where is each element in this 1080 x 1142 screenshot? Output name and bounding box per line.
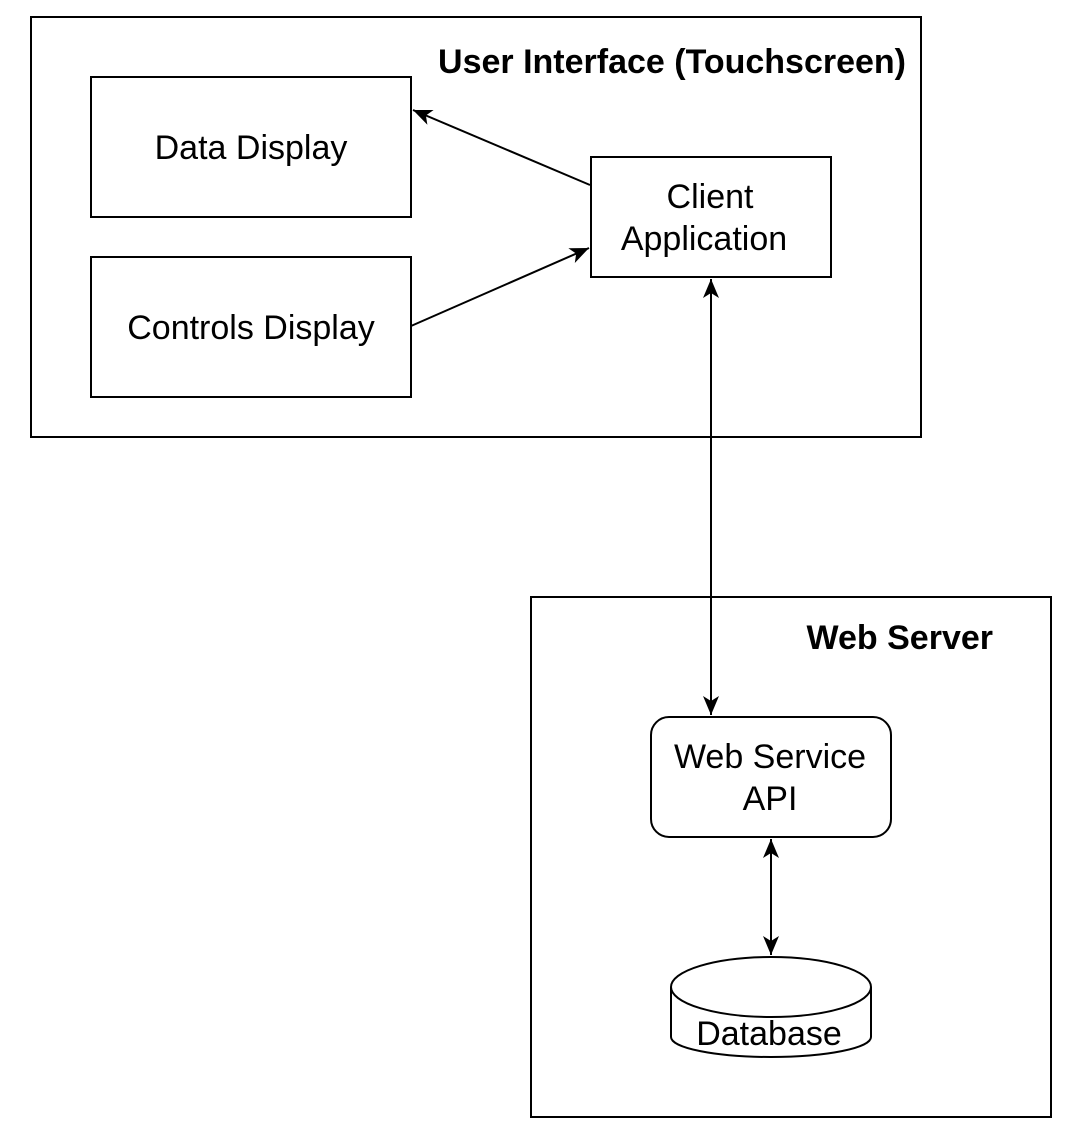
edge-controls-to-client: [410, 247, 590, 327]
controls-display-node: Controls Display: [90, 256, 412, 398]
client-application-label-line1: Client: [667, 178, 754, 216]
web-service-api-label-line1: Web Service: [674, 738, 866, 776]
web-server-title: Web Server: [807, 619, 993, 657]
data-display-label: Data Display: [155, 129, 348, 167]
web-service-api-node: Web Service API: [650, 716, 892, 838]
web-service-api-label-line2: API: [743, 780, 798, 818]
client-application-label-line2: Application: [621, 220, 787, 258]
database-node: Database: [670, 956, 872, 1058]
user-interface-title: User Interface (Touchscreen): [438, 43, 906, 81]
database-label: Database: [696, 1015, 842, 1053]
client-application-node: Client Application: [590, 156, 832, 278]
edge-client-to-data-display: [412, 109, 591, 186]
database-cylinder-top: [670, 956, 872, 1018]
data-display-node: Data Display: [90, 76, 412, 218]
controls-display-label: Controls Display: [127, 309, 375, 347]
